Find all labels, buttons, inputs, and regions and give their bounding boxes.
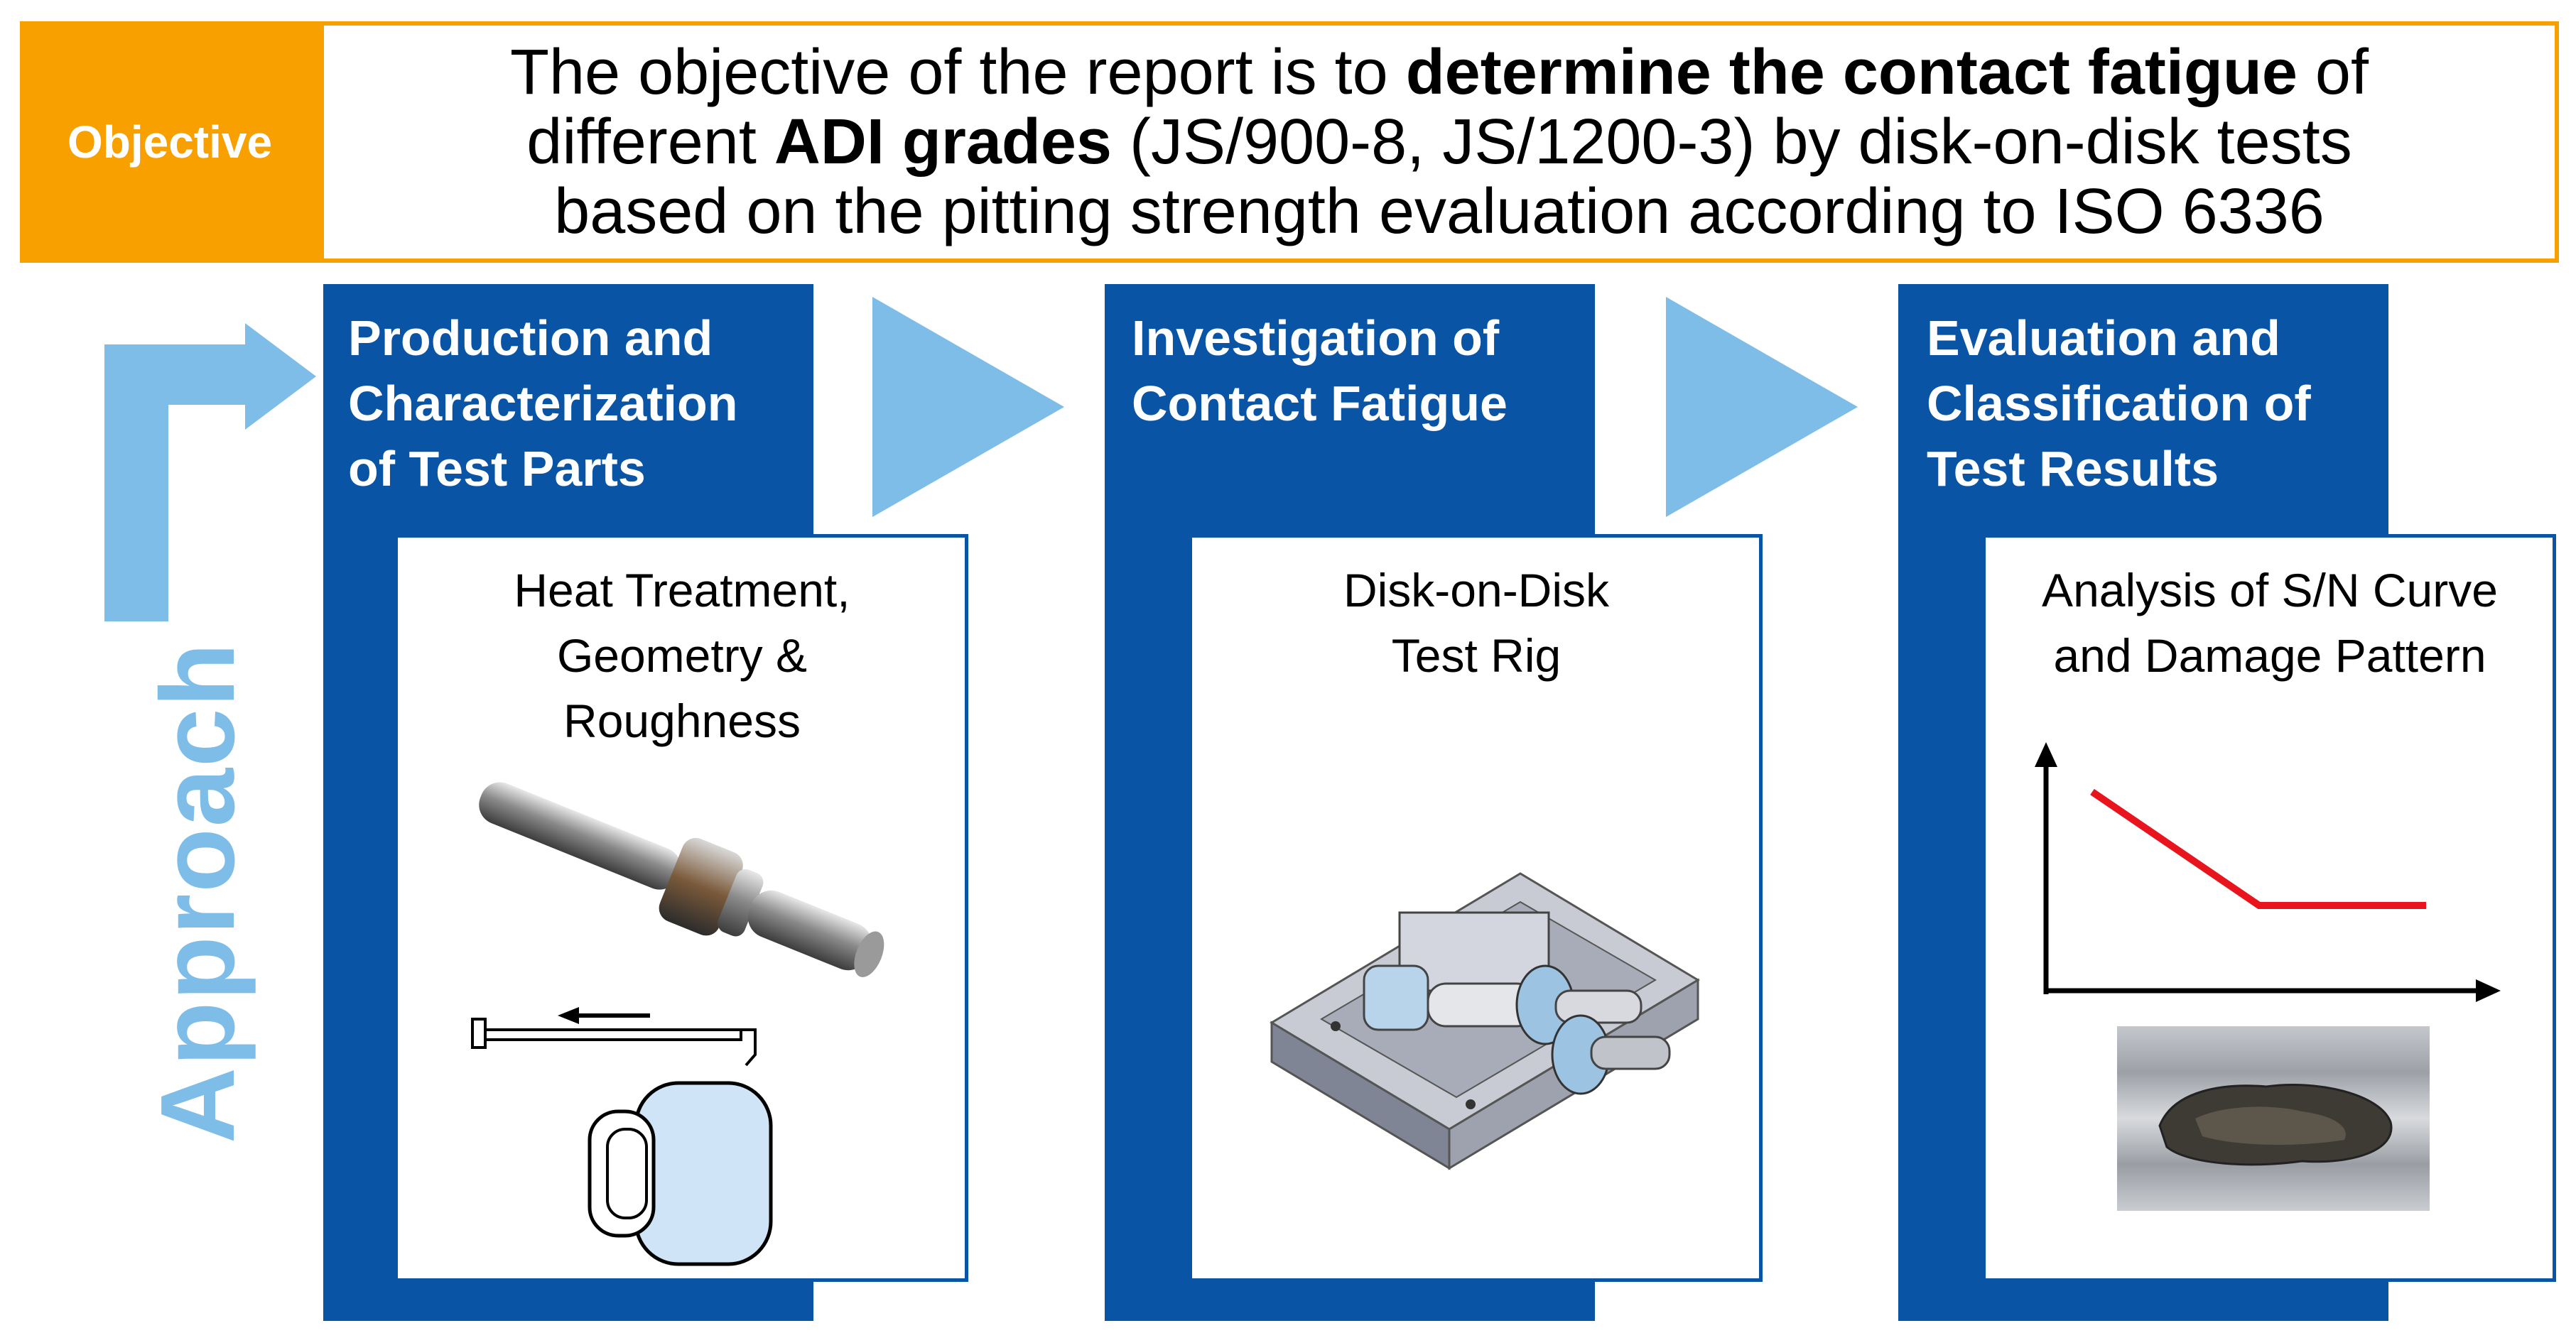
process-arrow-1 xyxy=(872,297,1064,517)
approach-label: Approach xyxy=(139,641,256,1143)
step-evaluation-caption: Analysis of S/N Curve and Damage Pattern xyxy=(2042,564,2498,682)
step-production-caption: Heat Treatment, Geometry & Roughness xyxy=(514,564,850,747)
objective-text-1: The objective of the report is to xyxy=(510,37,1406,108)
objective-text-3: of different xyxy=(526,37,2369,178)
approach-arrow-horizontal xyxy=(104,344,254,405)
objective-text-5: (JS/900-8, JS/1200-3) by disk-on-disk te… xyxy=(554,107,2352,247)
roughness-measurement-illustration xyxy=(471,1007,773,1266)
test-rig-illustration xyxy=(1270,872,1700,1170)
shaft-illustration xyxy=(479,782,884,977)
pitting-damage-photo xyxy=(2117,1026,2430,1211)
step-investigation-title: Investigation of Contact Fatigue xyxy=(1132,310,1508,431)
objective-statement: The objective of the report is to determ… xyxy=(320,21,2559,263)
objective-text-2: determine the contact fatigue xyxy=(1405,37,2298,108)
objective-label: Objective xyxy=(20,21,320,263)
process-arrow-2 xyxy=(1666,297,1858,517)
step-investigation-caption: Disk-on-Disk Test Rig xyxy=(1343,564,1610,682)
step-evaluation-title: Evaluation and Classification of Test Re… xyxy=(1927,310,2311,496)
step-production-title: Production and Characterization of Test … xyxy=(348,310,738,496)
approach-arrow-head xyxy=(245,323,316,430)
sn-curve-sketch xyxy=(2035,742,2501,1002)
objective-text-4: ADI grades xyxy=(774,107,1112,178)
